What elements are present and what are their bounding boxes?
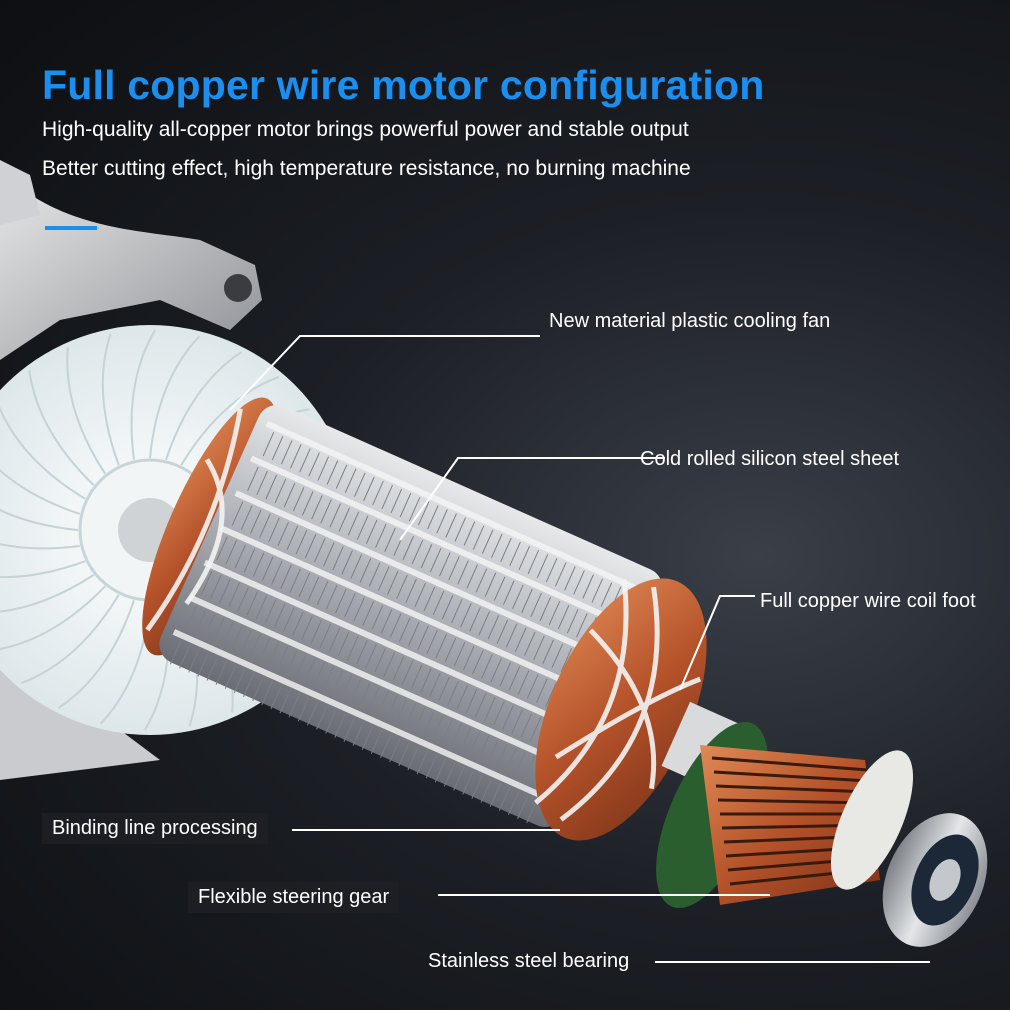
- page-title: Full copper wire motor configuration: [42, 62, 765, 108]
- callout-steering-gear: Flexible steering gear: [188, 882, 400, 913]
- callout-lines: [229, 335, 930, 963]
- callout-silicon-steel: Cold rolled silicon steel sheet: [640, 448, 900, 470]
- commutator: [656, 722, 914, 908]
- callout-cooling-fan: New material plastic cooling fan: [549, 310, 831, 332]
- callout-binding-line: Binding line processing: [42, 813, 268, 844]
- armature-core: [142, 397, 754, 841]
- accent-bar: [45, 226, 97, 230]
- subtitle-line-2: Better cutting effect, high temperature …: [42, 157, 691, 180]
- bearing: [882, 813, 988, 947]
- callout-coil-foot: Full copper wire coil foot: [760, 590, 976, 612]
- subtitle-line-1: High-quality all-copper motor brings pow…: [42, 118, 689, 141]
- callout-bearing: Stainless steel bearing: [428, 950, 630, 972]
